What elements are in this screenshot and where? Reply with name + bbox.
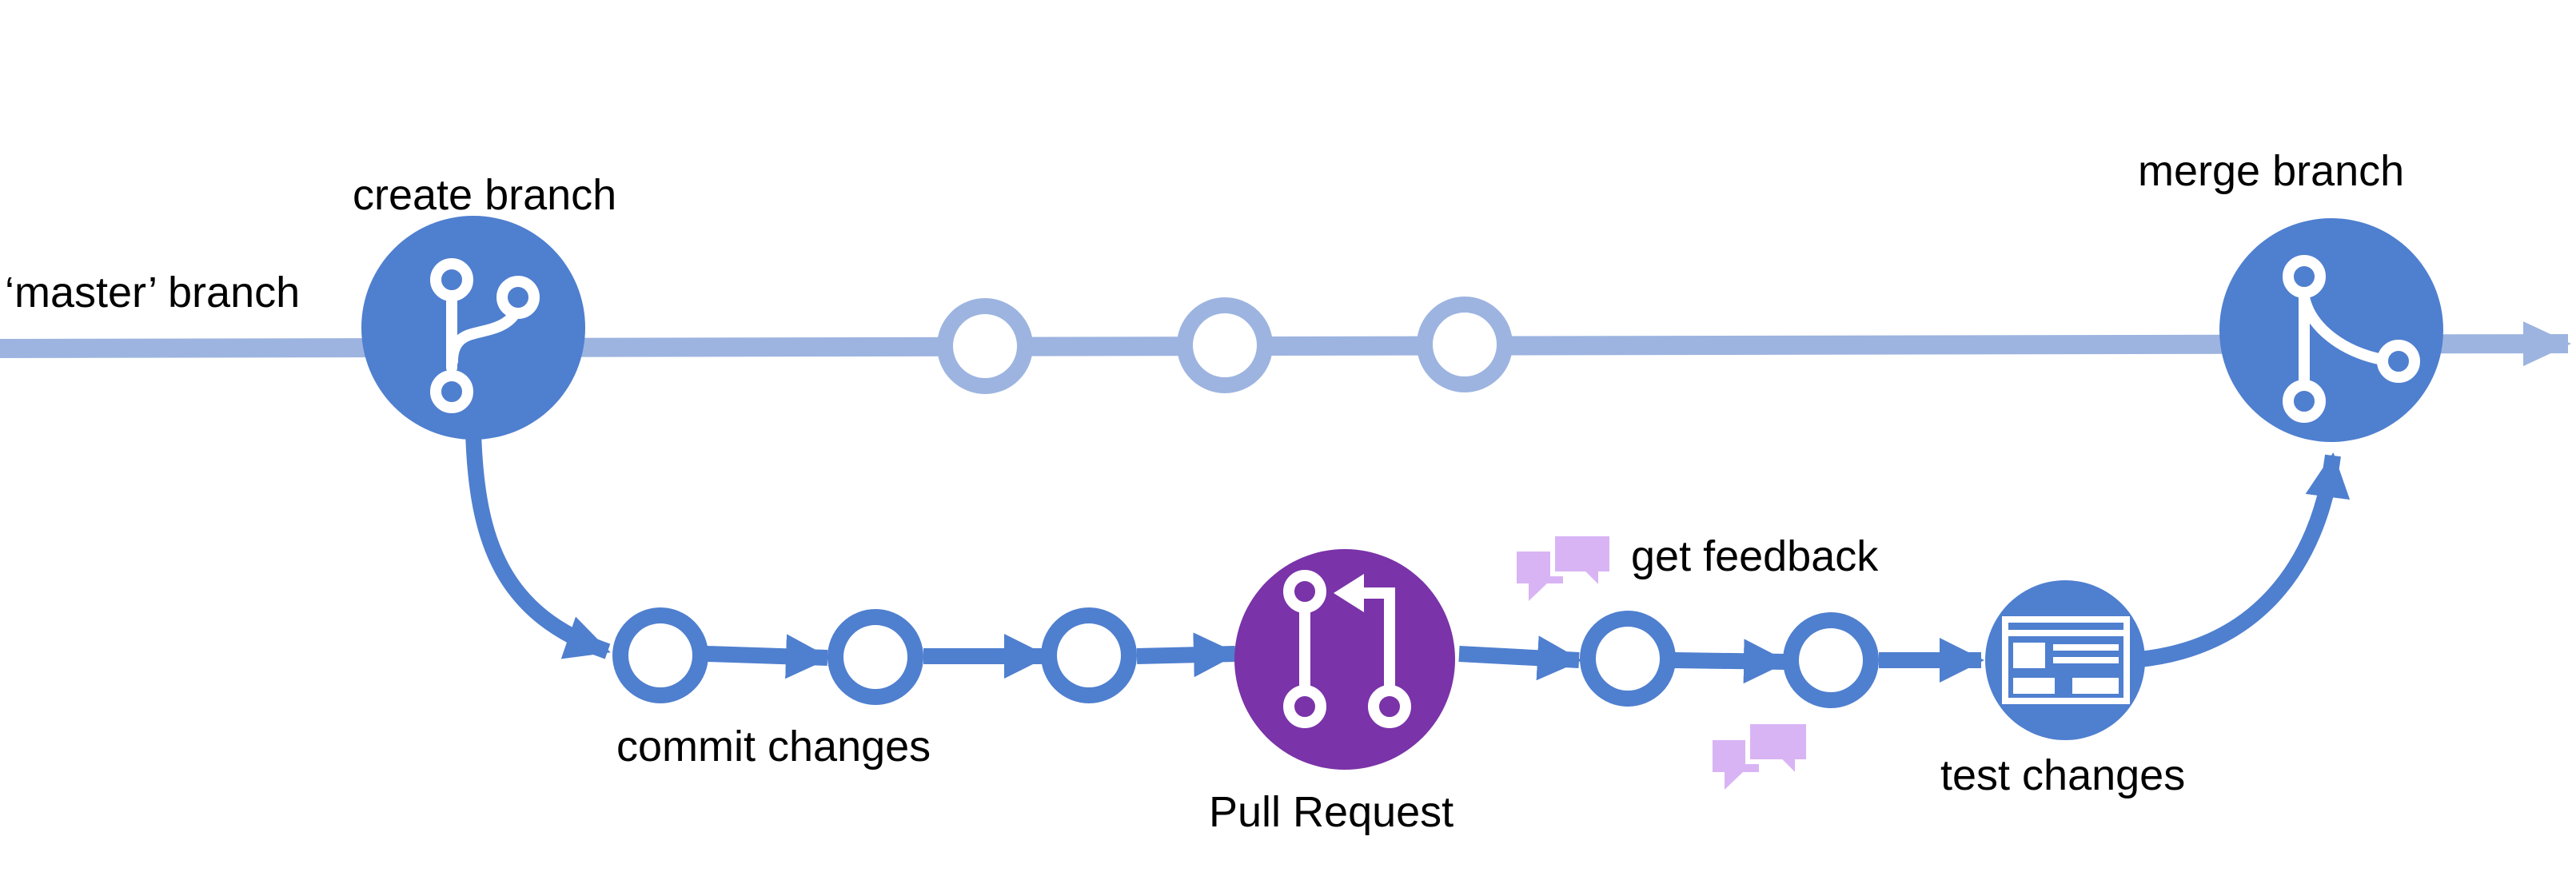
master-commit-node	[1177, 297, 1273, 393]
commit-changes-label: commit changes	[616, 723, 931, 771]
commit-node	[612, 607, 708, 703]
merge-branch-node	[2219, 218, 2443, 442]
browser-window-icon	[2002, 616, 2130, 704]
test-changes-label: test changes	[1940, 751, 2185, 799]
merge-curve	[2138, 452, 2351, 667]
create-branch-label: create branch	[353, 171, 616, 219]
merge-branch-label: merge branch	[2138, 147, 2404, 195]
test-changes-node	[1985, 580, 2145, 740]
pull-request-icon	[1283, 570, 1411, 728]
create-branch-node	[361, 216, 585, 440]
git-branch-icon	[430, 258, 540, 413]
commit-node	[1783, 612, 1879, 708]
pull-request-node	[1234, 549, 1455, 770]
commit-node	[827, 609, 923, 705]
commit-node	[1041, 607, 1137, 703]
git-merge-icon	[2283, 255, 2420, 423]
feature-commit-nodes	[612, 607, 1879, 708]
master-commit-node	[937, 298, 1033, 394]
feature-branch-line	[706, 632, 1984, 684]
master-branch-label: ‘master’ branch	[5, 269, 300, 317]
comment-bubbles-icon	[1713, 719, 1811, 790]
comment-bubbles-icon	[1517, 532, 1614, 601]
master-commit-node	[1417, 297, 1513, 392]
branch-off-curve	[465, 431, 611, 659]
master-commit-nodes	[937, 297, 1513, 394]
commit-node	[1580, 611, 1676, 707]
get-feedback-label: get feedback	[1631, 532, 1879, 580]
pull-request-label: Pull Request	[1209, 788, 1453, 836]
